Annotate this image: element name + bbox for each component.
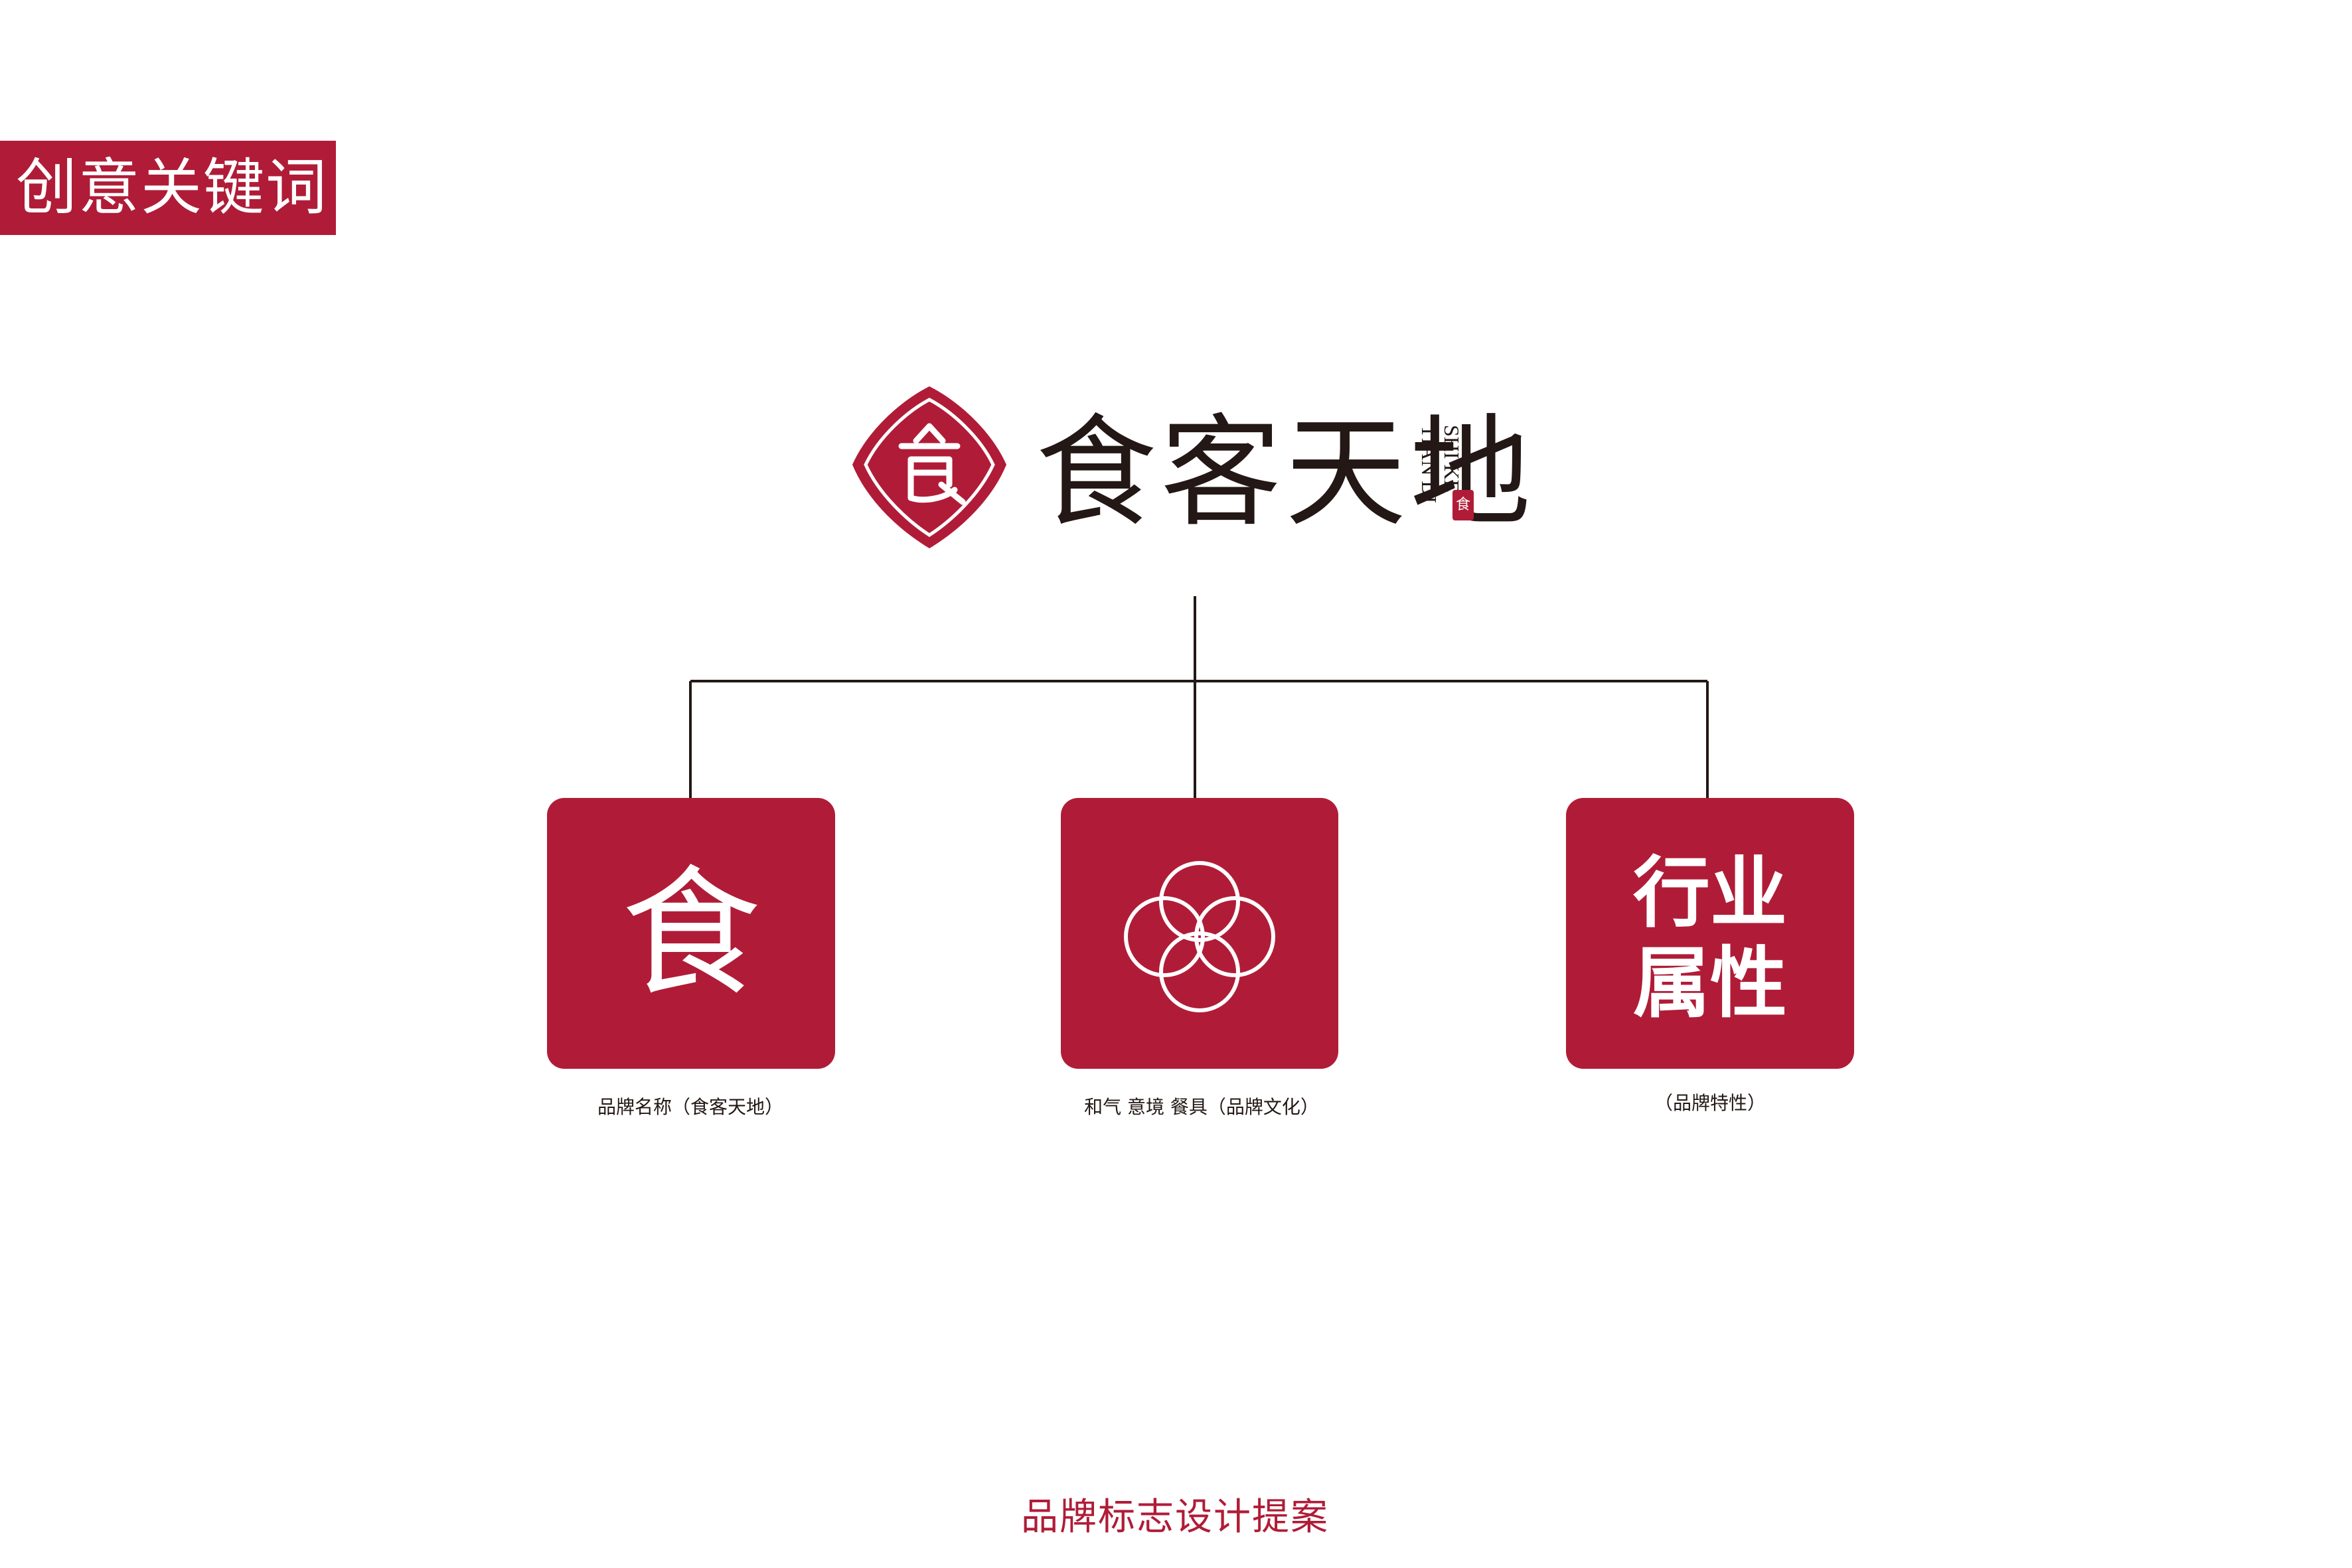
logo-mark-icon (852, 386, 1006, 548)
brand-english-line1: SHI KE (1440, 425, 1464, 493)
brand-name: 食客天地 (1036, 402, 1535, 543)
node-caption-brand-name: 品牌名称（食客天地） (597, 1096, 783, 1118)
node-caption-industry: （品牌特性） (1654, 1092, 1766, 1114)
brand-seal: 食 (1452, 490, 1474, 520)
brand-english-name: SHI KE TIAN DI (1417, 425, 1494, 531)
footer-title: 品牌标志设计提案 (1021, 1496, 1329, 1539)
node-card-brand-name: 食 (547, 798, 835, 1069)
node-text-line2: 属性 (1633, 939, 1787, 1028)
node-card-brand-culture (1061, 798, 1338, 1069)
section-title: 创意关键词 (0, 141, 336, 235)
node-text: 行业 属性 (1566, 848, 1854, 1029)
node-caption-brand-culture: 和气 意境 餐具（品牌文化） (1084, 1096, 1319, 1118)
brand-english-line2: TIAN DI (1417, 425, 1441, 504)
node-glyph: 食 (621, 852, 761, 1015)
brand-logo (852, 386, 1006, 548)
node-text-line1: 行业 (1633, 848, 1787, 938)
interlocking-rings-icon (1124, 861, 1275, 1012)
node-card-industry: 行业 属性 (1566, 798, 1854, 1069)
